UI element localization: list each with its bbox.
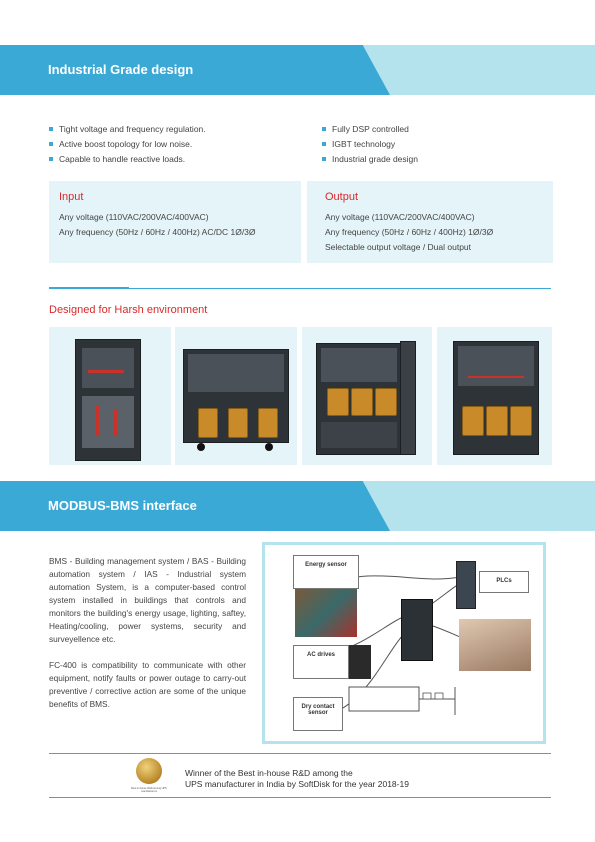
- section-title-modbus: MODBUS-BMS interface: [48, 498, 197, 513]
- product-photo-3: [302, 327, 432, 465]
- ups-unit-photo: [401, 599, 433, 661]
- input-line: Any voltage (110VAC/200VAC/400VAC): [59, 212, 209, 222]
- product-photo-1: [49, 327, 171, 465]
- bms-diagram: Energy sensor AC drives Dry contact sens…: [262, 542, 546, 744]
- bms-paragraph: FC-400 is compatibility to communicate w…: [49, 660, 246, 709]
- feature-item: Tight voltage and frequency regulation.: [49, 122, 206, 137]
- plc-photo: [456, 561, 476, 609]
- award-divider-bottom: [49, 797, 551, 798]
- output-line: Any frequency (50Hz / 60Hz / 400Hz) 1Ø/3…: [325, 227, 494, 237]
- feature-list-right: Fully DSP controlled IGBT technology Ind…: [322, 122, 418, 167]
- award-line: Winner of the Best in-house R&D among th…: [185, 768, 353, 778]
- feature-item: Capable to handle reactive loads.: [49, 152, 206, 167]
- feature-item: Active boost topology for low noise.: [49, 137, 206, 152]
- operator-photo: [459, 619, 531, 671]
- input-heading: Input: [59, 191, 84, 203]
- award-medal-icon: [136, 758, 162, 784]
- input-line: Any frequency (50Hz / 60Hz / 400Hz) AC/D…: [59, 227, 256, 237]
- output-line: Selectable output voltage / Dual output: [325, 242, 472, 252]
- ac-drives-label: AC drives: [293, 645, 349, 679]
- ac-drive-photo: [349, 645, 371, 679]
- ups-cabinet: [183, 349, 289, 443]
- ups-cabinet: [75, 339, 141, 461]
- bms-paragraph: BMS - Building management system / BAS -…: [49, 556, 246, 644]
- section-banner-modbus: MODBUS-BMS interface: [0, 481, 595, 531]
- dry-contact-label: Dry contact sensor: [293, 697, 343, 731]
- harsh-heading: Designed for Harsh environment: [49, 304, 208, 316]
- energy-sensor-label: Energy sensor: [293, 555, 359, 589]
- banner-dark-band: [0, 481, 390, 531]
- plcs-label: PLCs: [479, 571, 529, 593]
- section-title-industrial: Industrial Grade design: [48, 62, 194, 77]
- output-line: Any voltage (110VAC/200VAC/400VAC): [325, 212, 475, 222]
- section-banner-industrial: Industrial Grade design: [0, 45, 595, 95]
- output-panel: Output Any voltage (110VAC/200VAC/400VAC…: [307, 181, 553, 263]
- cabinet-door: [400, 341, 416, 455]
- product-photo-4: [437, 327, 552, 465]
- banner-dark-band: [0, 45, 390, 95]
- award-line: UPS manufacturer in India by SoftDisk fo…: [185, 779, 409, 789]
- feature-item: IGBT technology: [322, 137, 418, 152]
- award-divider-top: [49, 753, 551, 754]
- bms-description: BMS - Building management system / BAS -…: [49, 555, 246, 724]
- output-heading: Output: [325, 191, 359, 203]
- divider-line: [49, 288, 551, 289]
- feature-item: Industrial grade design: [322, 152, 418, 167]
- medal-caption: Best in-house R&D among UPS manufacturer…: [131, 787, 167, 793]
- feature-item: Fully DSP controlled: [322, 122, 418, 137]
- ups-cabinet: [316, 343, 402, 455]
- input-panel: Input Any voltage (110VAC/200VAC/400VAC)…: [49, 181, 301, 263]
- ups-cabinet: [453, 341, 539, 455]
- product-photo-2: [175, 327, 297, 465]
- award-text: Winner of the Best in-house R&D among th…: [185, 768, 409, 790]
- energy-sensor-photo: [295, 589, 357, 637]
- feature-list-left: Tight voltage and frequency regulation. …: [49, 122, 206, 167]
